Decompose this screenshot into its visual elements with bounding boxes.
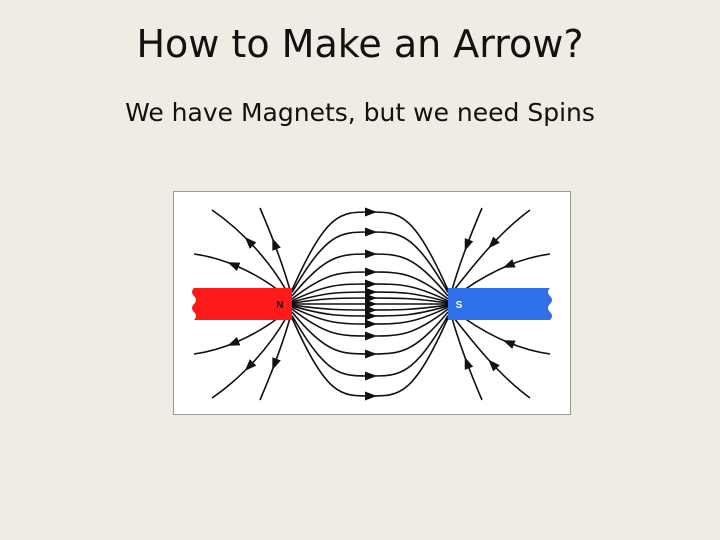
field-arrowhead bbox=[244, 359, 257, 372]
field-arrowhead bbox=[364, 319, 378, 329]
outer-field-line bbox=[211, 317, 287, 399]
outer-field-line bbox=[463, 317, 551, 355]
field-arrowhead bbox=[364, 227, 377, 237]
field-arrowhead bbox=[227, 262, 241, 271]
north-magnet bbox=[192, 288, 292, 320]
outer-field-line bbox=[451, 317, 483, 401]
field-arrowhead bbox=[227, 337, 241, 346]
north-pole-label: N bbox=[276, 300, 283, 311]
slide-title: How to Make an Arrow? bbox=[136, 22, 584, 66]
field-arrowhead bbox=[488, 236, 500, 249]
slide-subtitle: We have Magnets, but we need Spins bbox=[125, 98, 595, 127]
field-arrowhead bbox=[488, 359, 500, 372]
field-arrowhead bbox=[364, 267, 377, 277]
outer-field-line bbox=[463, 253, 551, 291]
field-arrowhead bbox=[464, 238, 474, 251]
field-arrowhead bbox=[502, 259, 516, 268]
field-arrowhead bbox=[364, 331, 377, 341]
field-svg: N S bbox=[192, 207, 552, 401]
south-magnet bbox=[448, 288, 552, 320]
field-arrowhead bbox=[364, 293, 377, 303]
field-line bbox=[291, 211, 449, 291]
outer-field-line bbox=[211, 209, 287, 291]
field-arrowhead bbox=[364, 371, 378, 381]
field-arrowhead bbox=[364, 391, 377, 401]
magnetic-field-diagram: N S bbox=[173, 191, 571, 415]
field-arrowhead bbox=[364, 279, 378, 289]
field-arrowhead bbox=[364, 305, 377, 315]
field-arrowhead bbox=[364, 207, 378, 217]
field-arrowhead bbox=[364, 249, 377, 259]
field-arrowhead bbox=[365, 299, 377, 309]
field-arrowhead bbox=[502, 340, 516, 349]
outer-field-line bbox=[451, 207, 483, 291]
field-arrowhead bbox=[244, 236, 257, 249]
field-arrowhead bbox=[464, 357, 474, 370]
field-line bbox=[291, 317, 449, 397]
south-pole-label: S bbox=[456, 300, 463, 311]
field-arrowhead bbox=[364, 349, 377, 359]
field-arrowhead bbox=[272, 357, 281, 371]
field-arrowhead bbox=[364, 287, 377, 297]
field-arrowhead bbox=[364, 311, 377, 321]
field-arrowhead bbox=[272, 237, 281, 251]
arrowheads bbox=[227, 207, 516, 401]
